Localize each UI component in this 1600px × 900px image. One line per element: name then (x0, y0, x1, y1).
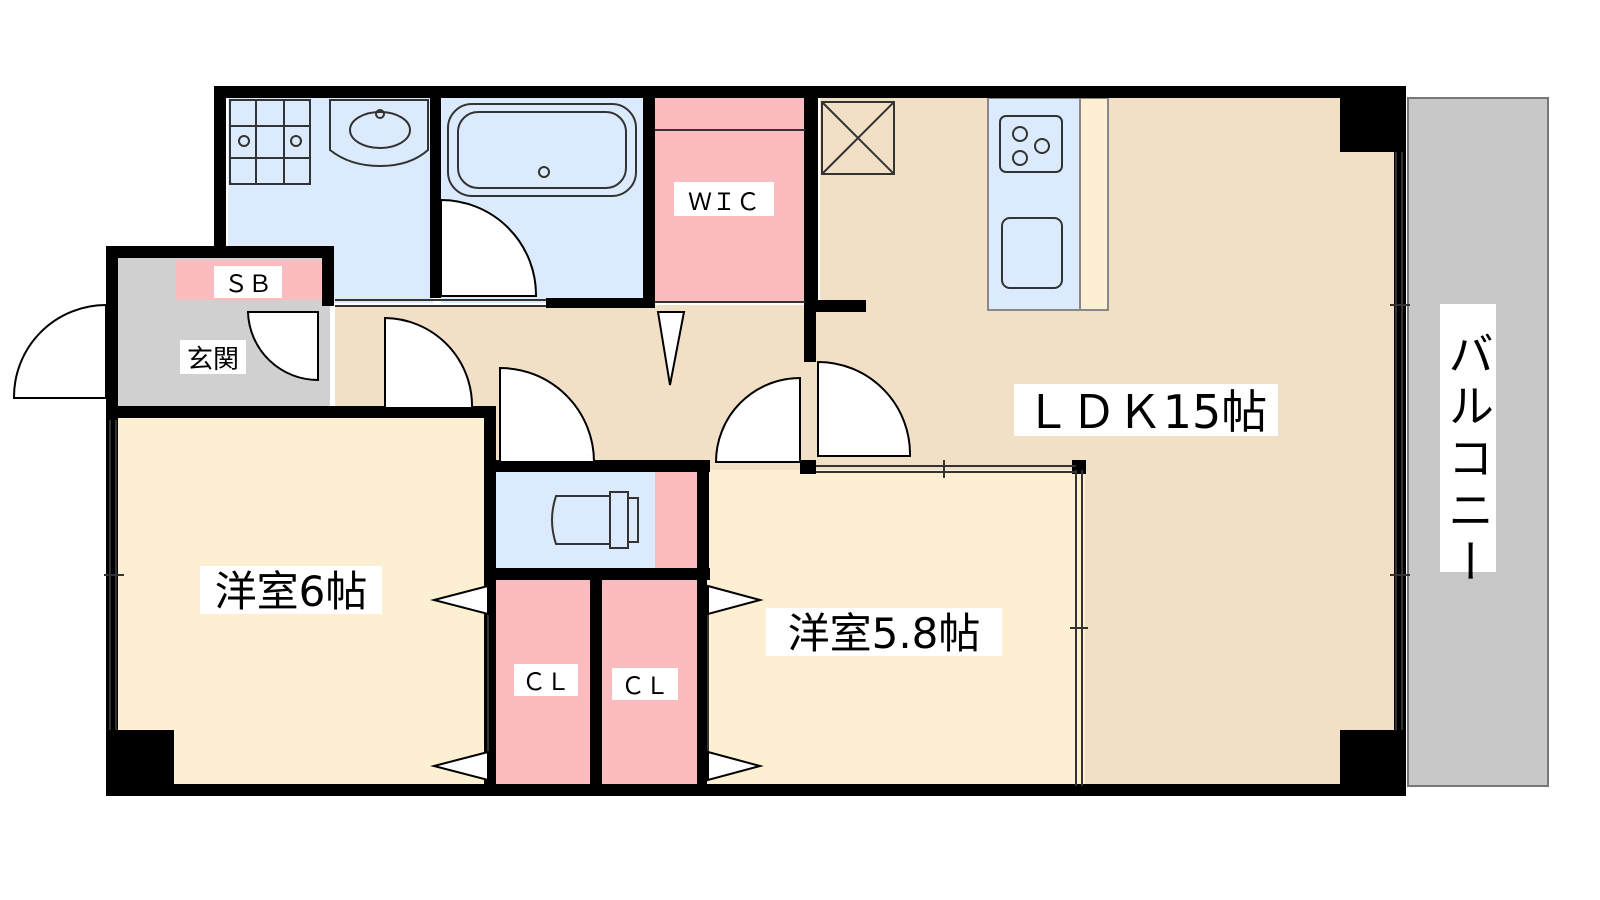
western-b-label: 洋室5.8帖 (788, 609, 981, 658)
wall-room-b-left (697, 580, 707, 786)
balcony-label-bg (1440, 304, 1496, 572)
wash-basin-icon (329, 99, 429, 168)
shoe-box-label: ＳＢ (224, 270, 272, 298)
column-bottom-right (1340, 730, 1406, 796)
western-a-label: 洋室6帖 (215, 567, 368, 616)
wall-ldk-partition (804, 312, 816, 362)
washing-machine-icon (229, 99, 311, 185)
wall-bottom (106, 784, 1406, 796)
labels: ＬＤＫ15帖 洋室6帖 洋室5.8帖 玄関 ＳＢ ＷＩＣ ＣＬ ＣＬ バルコニー (180, 182, 1496, 700)
washroom-door[interactable] (440, 198, 538, 297)
closet-door-b-bottom[interactable] (707, 750, 764, 782)
bathtub-icon (447, 103, 637, 197)
entrance-label-bg (180, 340, 246, 374)
kitchen-backsplash (1079, 97, 1109, 311)
wall-entrance-right (322, 246, 334, 306)
western-b-label-bg (766, 608, 1002, 656)
ldk-door[interactable] (817, 360, 912, 457)
wall-washroom-right (430, 98, 441, 298)
closet-door-a-top[interactable] (430, 584, 489, 616)
closet-door-a-bottom[interactable] (430, 750, 489, 782)
post-room-b (800, 460, 816, 474)
wall-left-upper (214, 86, 226, 256)
ldk-label-bg (1014, 384, 1278, 436)
stove-icon (999, 115, 1063, 173)
refrigerator-space-icon (821, 101, 895, 175)
room-a-door[interactable] (384, 316, 474, 409)
closet-b-label-bg (612, 668, 678, 700)
toilet-storage-floor (655, 470, 697, 570)
shoe-box-label-bg (214, 266, 282, 298)
ldk-label: ＬＤＫ15帖 (1025, 385, 1268, 439)
wall-toilet-right (697, 460, 709, 580)
toilet-door[interactable] (499, 366, 596, 463)
front-door[interactable] (12, 303, 107, 399)
closet-door-b-top[interactable] (707, 584, 764, 616)
wic-label-bg (674, 182, 774, 216)
wall-closet-divider (590, 580, 602, 786)
doors (12, 198, 912, 463)
partitions (104, 129, 1410, 786)
column-top-right (1340, 86, 1406, 152)
room-b-door[interactable] (714, 376, 801, 463)
balcony-label: バルコニー (1441, 330, 1495, 590)
wic-label: ＷＩＣ (688, 188, 760, 216)
western-a-label-bg (200, 566, 382, 614)
wall-bath-right (643, 98, 655, 308)
column-bottom-left (106, 730, 174, 796)
wall-bath-bottom (546, 298, 646, 308)
toilet-floor (495, 470, 655, 570)
entrance-door[interactable] (246, 311, 319, 382)
closet-doors (430, 584, 764, 782)
fixtures (229, 99, 1063, 549)
entrance-label: 玄関 (187, 345, 239, 375)
closet-a-label-bg (514, 664, 578, 696)
kitchen-sink-icon (1001, 217, 1063, 289)
kitchen-counter (987, 97, 1081, 311)
hall-door[interactable] (656, 311, 686, 386)
wall-wic-stub (804, 300, 866, 312)
wall-entrance-top (106, 246, 334, 258)
toilet-icon (551, 491, 639, 549)
closet-b-label: ＣＬ (621, 672, 669, 700)
wall-toilet-bottom (484, 568, 710, 580)
closet-a-label: ＣＬ (522, 668, 570, 696)
wall-wic-right (804, 98, 818, 310)
wall-top (214, 86, 1406, 98)
